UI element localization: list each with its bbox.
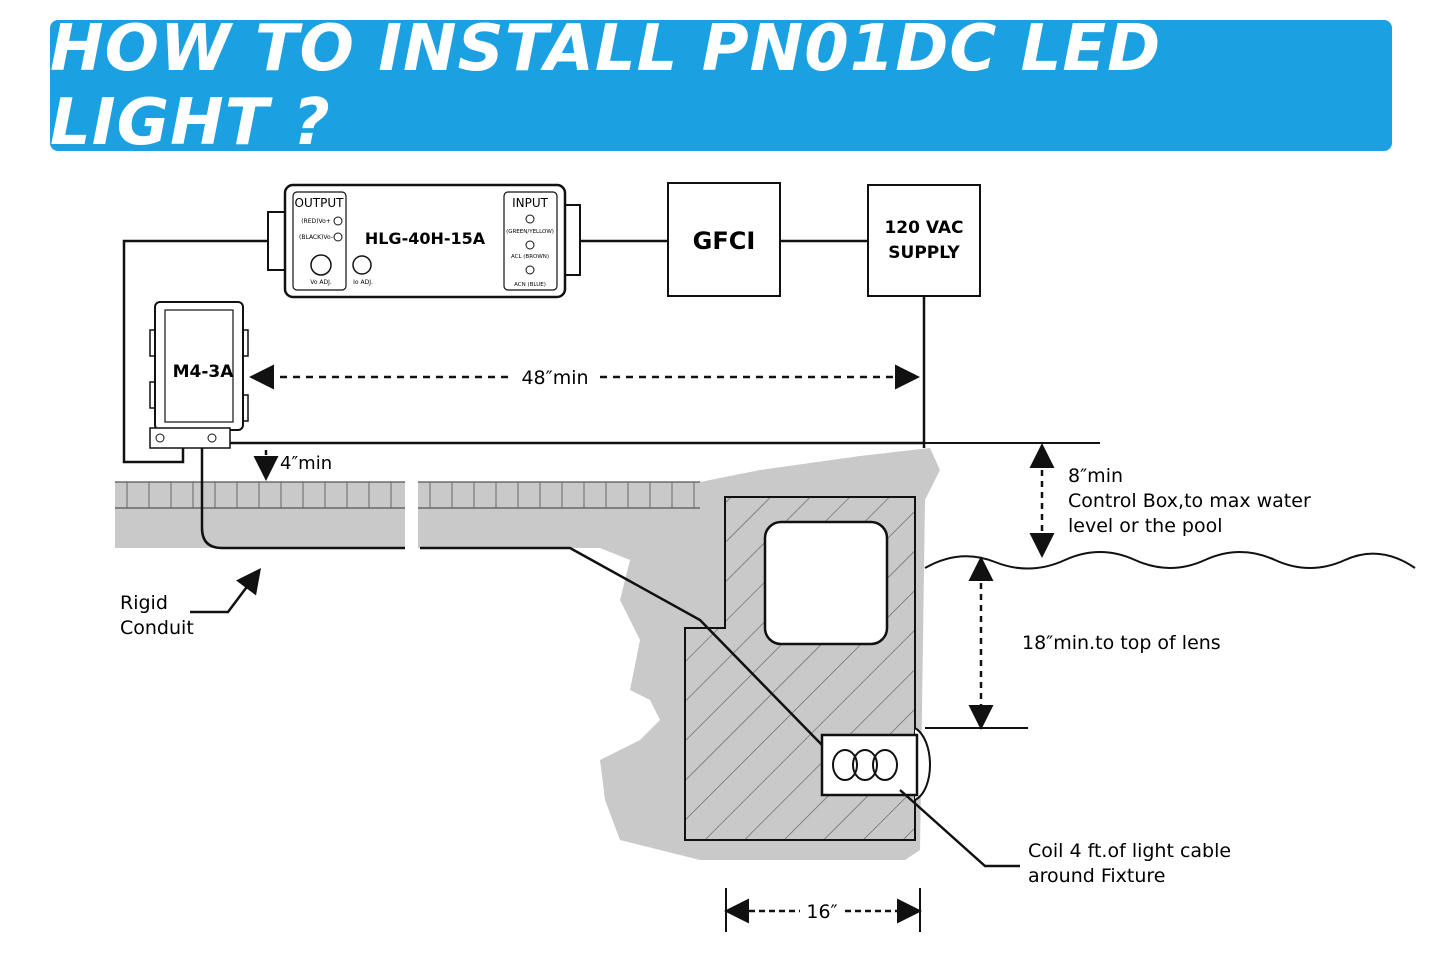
dim-8-note-line2: level or the pool (1068, 515, 1223, 537)
supply-line2: SUPPLY (888, 243, 960, 263)
io-adj-label: Io ADJ. (353, 279, 373, 286)
page-title: HOW TO INSTALL PN01DC LED LIGHT ? (50, 11, 1162, 160)
dim-4-label: 4″min (280, 453, 332, 474)
acn-wire-label: ACN (BLUE) (514, 282, 546, 288)
cable-coil (832, 749, 898, 781)
control-box: M4-3A (149, 301, 249, 449)
pool-wall-section (684, 496, 931, 841)
coil-label-line2: around Fixture (1028, 865, 1166, 887)
water-level-line (924, 551, 1416, 570)
gfci-label: GFCI (693, 227, 756, 255)
vo-adj-label: Vo ADJ. (310, 279, 332, 286)
dim-8-label: 8″min (1068, 465, 1123, 487)
control-box-label: M4-3A (173, 362, 235, 382)
driver-model: HLG-40H-15A (365, 229, 486, 248)
dimension-18in: 18″min.to top of lens (968, 556, 1221, 730)
dim-16-label: 16″ (806, 901, 837, 923)
title-banner: HOW TO INSTALL PN01DC LED LIGHT ? (50, 11, 1392, 160)
gfci-box: GFCI (667, 182, 781, 297)
supply-box: 120 VAC SUPPLY (867, 184, 981, 297)
dim-48-label: 48″min (521, 367, 588, 389)
conduit-label-line1: Rigid (120, 592, 168, 614)
conduit-callout: Rigid Conduit (120, 568, 261, 639)
led-driver: OUTPUT (RED)Vo+ (BLACK)Vo- Vo ADJ. Io AD… (267, 183, 581, 299)
light-fixture (820, 733, 919, 797)
acl-wire-label: ACL (BROWN) (511, 254, 549, 260)
dimension-4in: 4″min (253, 450, 332, 481)
dimension-8in: 8″min Control Box,to max water level or … (1029, 443, 1311, 558)
dimension-16in: 16″ (724, 888, 922, 932)
vo-minus-label: (BLACK)Vo- (299, 234, 333, 241)
dimension-48in: 48″min (249, 364, 920, 390)
supply-line1: 120 VAC (884, 218, 963, 238)
ground-wire-label: (GREEN/YELLOW) (506, 229, 554, 235)
vo-plus-label: (RED)Vo+ (301, 218, 331, 225)
coil-label-line1: Coil 4 ft.of light cable (1028, 840, 1231, 862)
wiring (122, 239, 1020, 868)
driver-output-label: OUTPUT (295, 196, 345, 210)
conduit-label-line2: Conduit (120, 617, 194, 639)
dim-8-note-line1: Control Box,to max water (1068, 490, 1311, 512)
driver-input-label: INPUT (512, 196, 549, 210)
dim-18-label: 18″min.to top of lens (1022, 632, 1221, 654)
coil-callout: Coil 4 ft.of light cable around Fixture (1028, 840, 1231, 887)
